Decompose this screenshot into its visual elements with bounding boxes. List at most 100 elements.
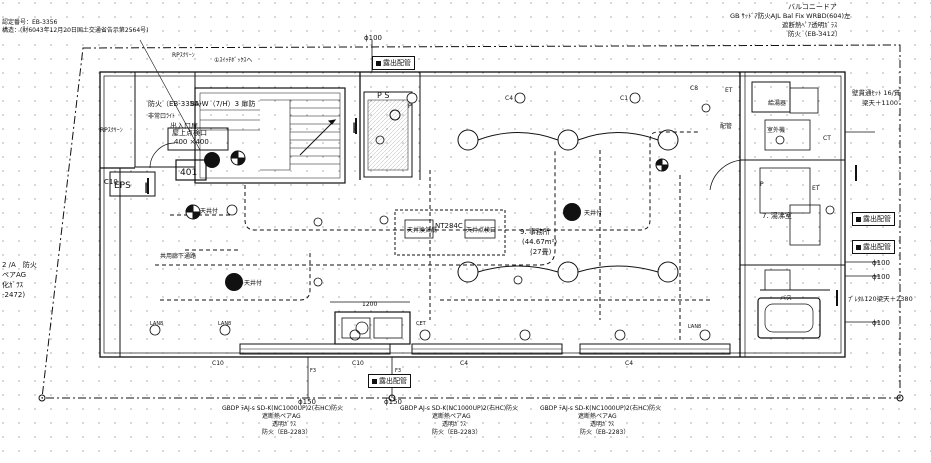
small-label: LAN8 bbox=[218, 321, 231, 327]
small-label: F3 bbox=[310, 368, 316, 374]
top-left-note-2: 構造：(財6043年12月20日国土交通省告示第2564号) bbox=[2, 27, 149, 34]
balcony-label-4: CT bbox=[823, 135, 831, 142]
dim-100-top: ϕ100 bbox=[364, 34, 382, 42]
fire-door-label-2: 防火（EB-3356） bbox=[148, 99, 206, 108]
vent-symbols bbox=[185, 150, 669, 220]
roman-i-mid: I bbox=[352, 121, 356, 137]
top-left-note-1: 認定番号：EB-3356 bbox=[2, 19, 58, 26]
roman-i-left: I bbox=[144, 181, 148, 197]
left-edge-note-2: ペアAG bbox=[2, 271, 27, 279]
small-label: P bbox=[760, 181, 764, 188]
dim-150-bottom-left: ϕ150 bbox=[298, 398, 316, 406]
left-edge-note-4: -2472) bbox=[2, 291, 26, 299]
small-label: C10 bbox=[212, 360, 224, 367]
entrance-area bbox=[109, 71, 229, 197]
ceiling-box bbox=[394, 209, 506, 256]
kitchen-bath bbox=[709, 81, 821, 339]
dim-100-right-3: ϕ100 bbox=[872, 319, 890, 327]
bath-label: バス bbox=[780, 295, 792, 302]
kanki-label-2: 天井付 bbox=[244, 279, 262, 287]
small-label: C1 bbox=[620, 95, 628, 102]
top-right-note-4: 防火（EB-3412） bbox=[788, 30, 842, 38]
office-room-area: (44.67m²) bbox=[522, 238, 557, 246]
window-label-2-line-3: 透明ｶﾞﾗｽ bbox=[442, 421, 467, 428]
window-label-2-line-1: GBDP AJ-s SD-K(NC1000UP)2(右HC)防火 bbox=[400, 405, 519, 412]
exposed-pipe-badge: 露出配管 bbox=[372, 56, 415, 70]
room-401-label: 401 bbox=[180, 168, 197, 178]
small-label: ET bbox=[812, 185, 820, 192]
mid-box-label-1: 天井換気扇 bbox=[407, 226, 437, 234]
office-room-label: 9. 事務所 bbox=[520, 227, 550, 236]
exposed-pipe-badge: 露出配管 bbox=[852, 212, 895, 226]
dim-150-bottom-mid: ϕ150 bbox=[384, 398, 402, 406]
dim-100-right-1: ϕ100 bbox=[872, 259, 890, 267]
left-edge-note-3: 化ｶﾞﾗｽ bbox=[2, 281, 23, 289]
window-label-1-line-4: 防火（EB-2283） bbox=[262, 429, 312, 436]
ps-label: P S bbox=[377, 91, 389, 100]
building-walls bbox=[99, 71, 846, 358]
boundary-marker bbox=[38, 394, 46, 402]
corridor-label: 共用廊下通路 bbox=[160, 252, 196, 260]
right-note-top-2: 梁天＋1100 bbox=[862, 99, 899, 107]
eps-label: EPS bbox=[114, 181, 131, 191]
fire-door-label-4: 非常口ﾗｲﾄ bbox=[148, 112, 175, 120]
kitchen-label: 7. 湯沸室 bbox=[762, 211, 792, 220]
ceiling-lights bbox=[457, 129, 679, 283]
window-label-2-line-2: 遮断熱ペアAG bbox=[432, 413, 471, 420]
site-boundary bbox=[41, 44, 901, 399]
kanki-label-1: 天井付 bbox=[200, 207, 218, 215]
nt-label: NT284C bbox=[435, 222, 463, 230]
window-label-3-line-4: 防火（EB-2283） bbox=[580, 429, 630, 436]
c10-label: C10 bbox=[104, 178, 118, 186]
small-label: C4 bbox=[460, 360, 468, 367]
dim-100-right-2: ϕ100 bbox=[872, 273, 890, 281]
small-label: C8 bbox=[690, 85, 698, 92]
rp-screen-label-2: RPｽｸﾘｰﾝ bbox=[100, 127, 123, 134]
balcony-label-1: 給湯器 bbox=[768, 99, 786, 107]
right-note-top-1: 壁貫通ｾｯﾄ 16/質 bbox=[852, 89, 901, 97]
small-label: ET bbox=[725, 87, 733, 94]
fire-door-label-3: 出入口扉 bbox=[170, 121, 198, 130]
equipment-cluster bbox=[334, 311, 411, 345]
small-label: CET bbox=[416, 321, 427, 327]
window-strip bbox=[239, 343, 731, 355]
balcony-label-2: 室外機 bbox=[767, 126, 785, 134]
balcony-label-3: 配管 bbox=[720, 122, 732, 130]
window-label-1-line-3: 透明ｶﾞﾗｽ bbox=[272, 421, 297, 428]
window-label-3-line-1: GBDP ﾃAJ-s SD-K(NC1000UP)2(右HC)防火 bbox=[540, 405, 662, 412]
roof-access-label-2: 400 ×400 bbox=[174, 138, 209, 146]
window-label-3-line-2: 遮断熱ペアAG bbox=[578, 413, 617, 420]
window-label-3-line-3: 透明ｶﾞﾗｽ bbox=[590, 421, 615, 428]
small-label: LAN8 bbox=[688, 324, 701, 330]
window-label-1-line-1: GBDP ﾃAJ-s SD-K(NC1000UP)2(右HC)防火 bbox=[222, 405, 344, 412]
ceiling-units bbox=[204, 56, 581, 291]
fire-door-label-1: BA-W（7/H）3 扉防 bbox=[190, 99, 255, 108]
office-room-tatami: (27畳) bbox=[530, 248, 552, 256]
mid-box-label-2: 天井点検口 bbox=[466, 226, 496, 234]
ps-room bbox=[363, 91, 413, 178]
exposed-pipe-badge: 露出配管 bbox=[368, 374, 411, 388]
boundary-marker bbox=[896, 394, 904, 402]
small-label: C4 bbox=[625, 360, 633, 367]
outlet-markers bbox=[149, 92, 835, 341]
right-note-bottom: ﾌﾞﾚﾀﾙ120梁天＋2380 bbox=[848, 295, 913, 303]
top-right-note-1: バルコニードア bbox=[788, 3, 837, 11]
kanki-label-3: 天井付 bbox=[584, 209, 602, 217]
top-right-note-3: 遮断熱ﾍﾟｱ透明ｶﾞﾗｽ bbox=[782, 21, 838, 29]
roof-access-label-1: 屋上点検口 bbox=[172, 128, 207, 137]
switch-note-label: ①ｽｲｯﾁﾎﾞｯｸｽへ bbox=[214, 57, 252, 64]
window-label-2-line-4: 防火（EB-2283） bbox=[432, 429, 482, 436]
drawing-labels: BA-W（7/H）3 扉防 防火（EB-3356） 出入口扉 非常口ﾗｲﾄ 屋上… bbox=[100, 34, 890, 406]
small-label: F3 bbox=[395, 368, 401, 374]
rp-screen-label: RPｽｸﾘｰﾝ bbox=[172, 52, 195, 59]
dimension-lines bbox=[139, 39, 880, 398]
left-edge-note-1: 2 /A 防火 bbox=[2, 261, 37, 269]
dashed-ducts bbox=[155, 131, 710, 340]
small-label: P bbox=[408, 103, 412, 110]
window-label-1-line-2: 遮断熱ペアAG bbox=[262, 413, 301, 420]
top-right-note-2: GB ｻｯﾄﾞｱ防火AJL Bal Fix WRBD(604)左 bbox=[730, 12, 851, 20]
wall-markers bbox=[147, 118, 857, 306]
small-label: C10 bbox=[352, 360, 364, 367]
